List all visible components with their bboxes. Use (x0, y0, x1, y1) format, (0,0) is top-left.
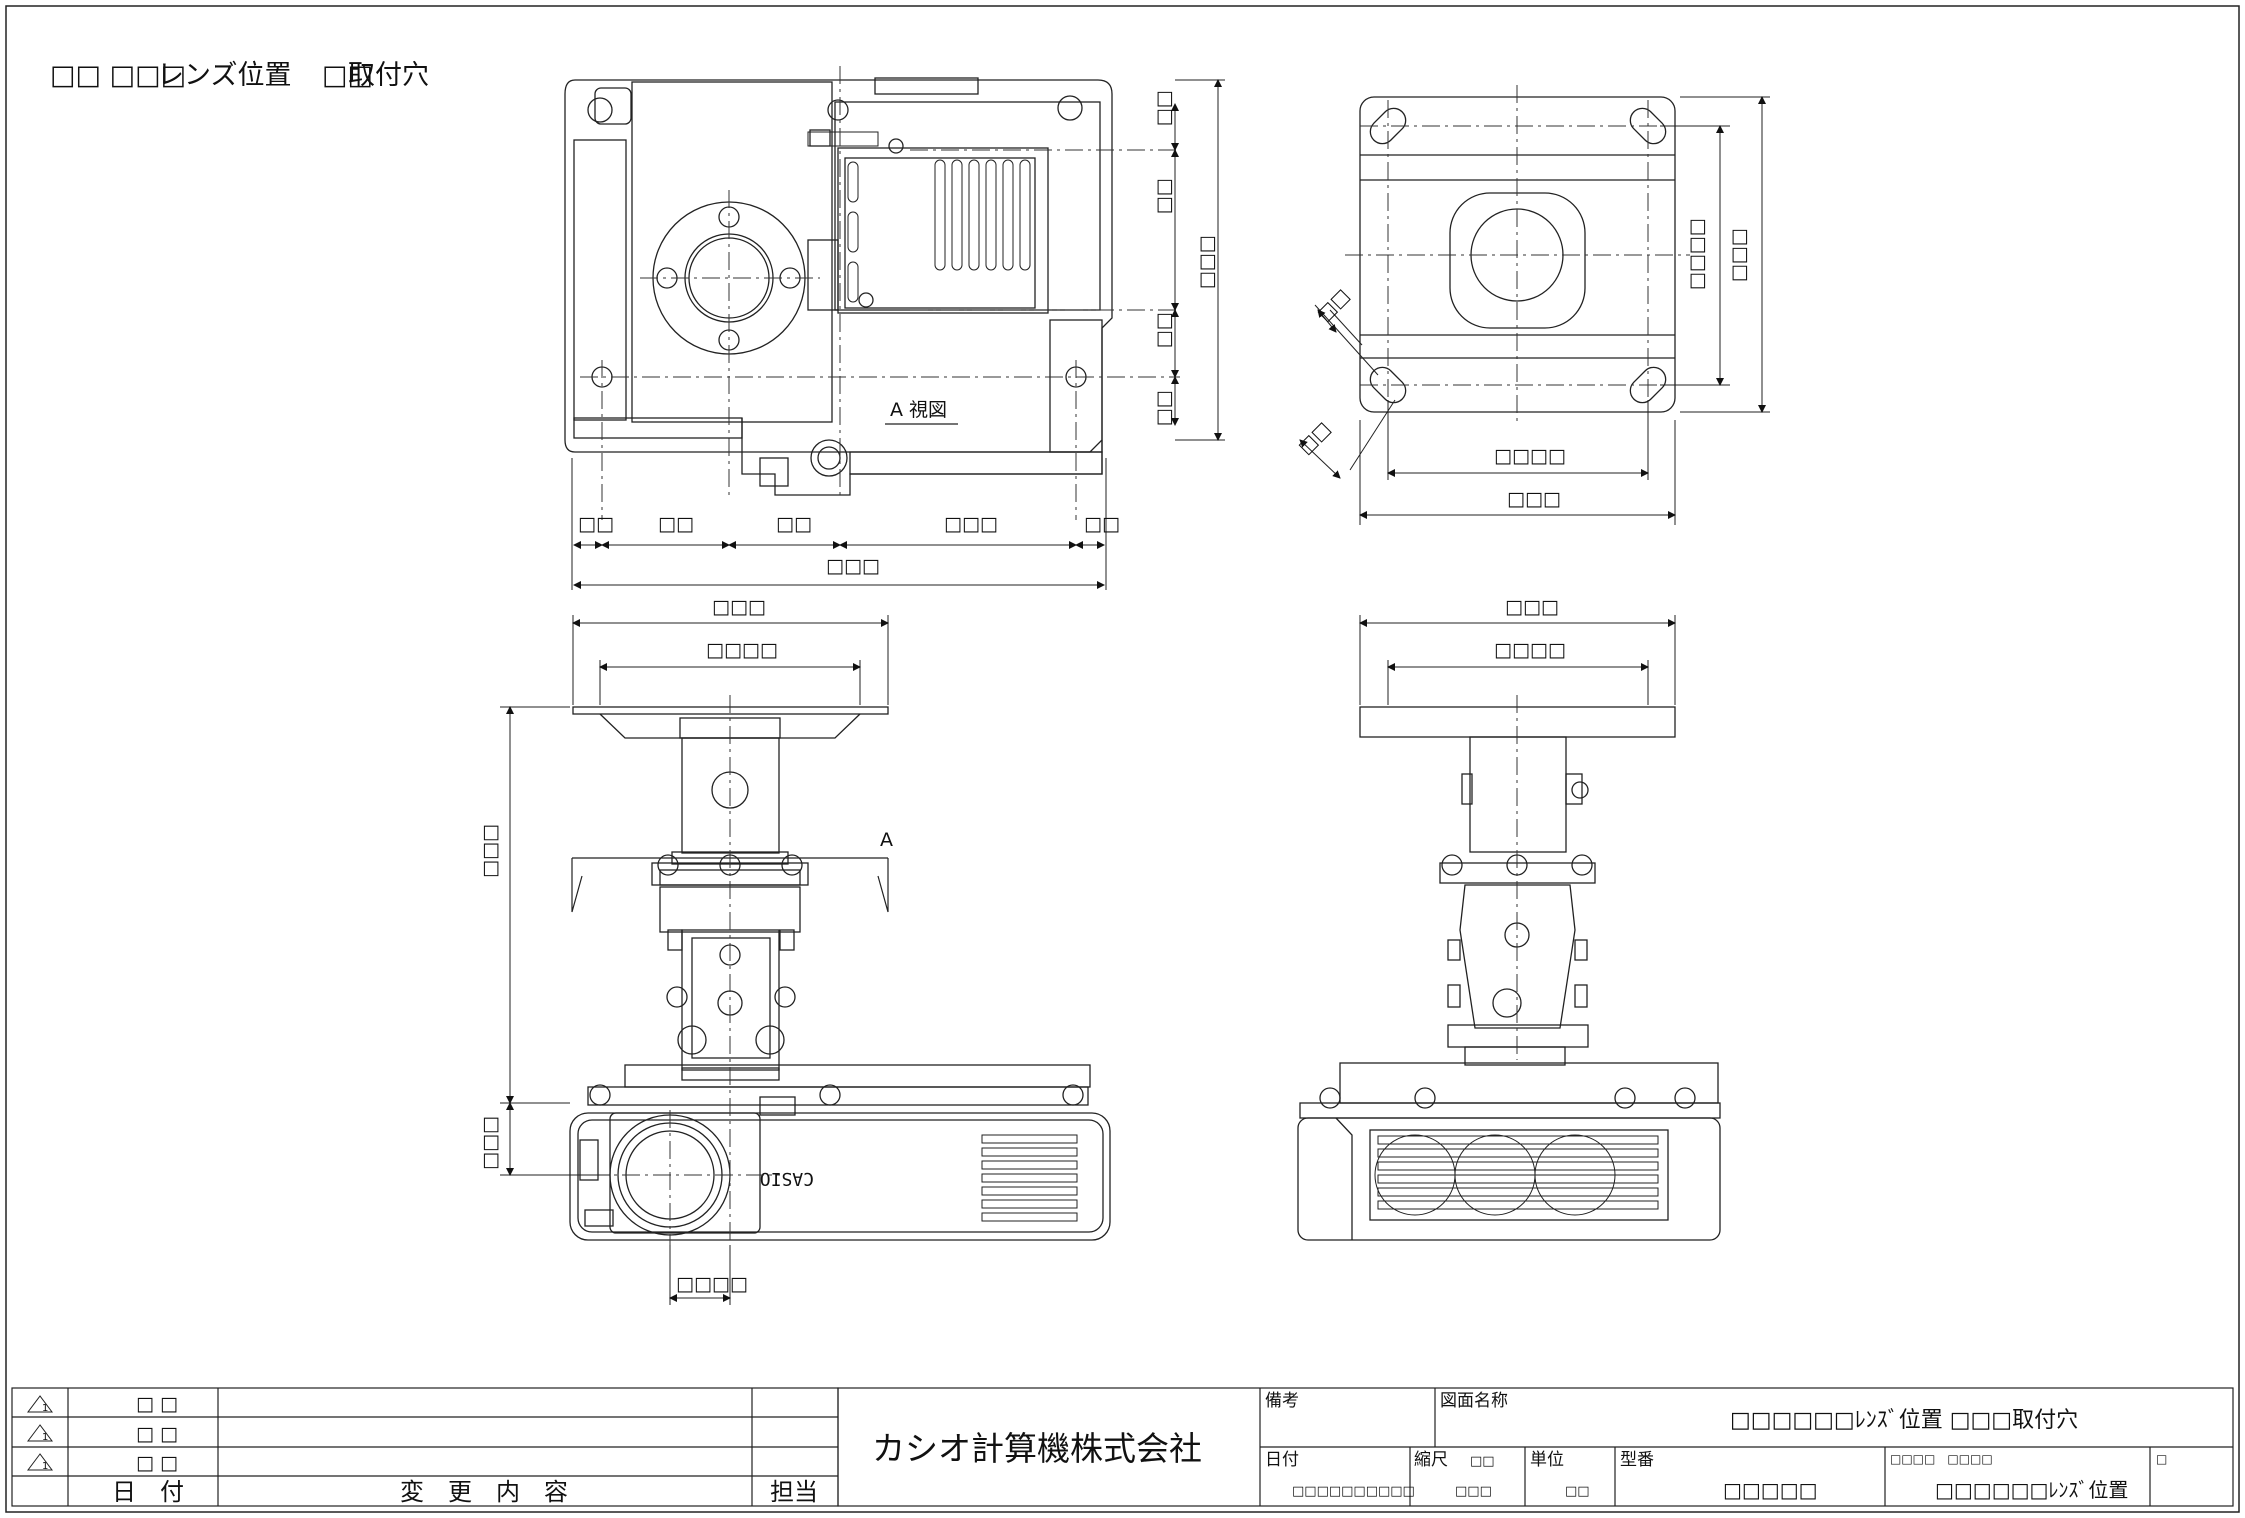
dim-front-top-inner: □□□□ (706, 639, 778, 661)
side-view-grille (1374, 1134, 1659, 1216)
dim-plate-inner-w: □□□□ (1494, 445, 1566, 467)
header-lens-position: レンズ位置 (157, 60, 291, 91)
dim-right-1: □□ (1155, 90, 1177, 126)
label-a-view: A 視図 (890, 399, 947, 421)
dim-bottom-4: □□□ (944, 513, 998, 535)
section-label-a: A (880, 829, 893, 851)
model-value: □□□□□ (1723, 1478, 1817, 1502)
unit-label: 単位 (1530, 1450, 1564, 1470)
brand-logo: CASIO (760, 1168, 814, 1189)
dim-bottom-1: □□ (578, 513, 614, 535)
title-block (837, 1387, 2234, 1507)
scale-label: 縮尺 (1414, 1450, 1448, 1470)
dim-plate-inner-h: □□□□ (1688, 218, 1710, 290)
dim-diag-2: □□ (1294, 418, 1335, 459)
front-view-mount (569, 706, 1111, 1241)
section-marker-a (571, 857, 889, 913)
top-view-centerlines (580, 66, 1180, 520)
top-view-bottom-dims (571, 458, 1107, 590)
date-label: 日付 (1265, 1450, 1299, 1470)
dim-plate-outer-h: □□□ (1730, 228, 1752, 282)
unit-value: □□ (1565, 1484, 1590, 1499)
revision-1-date: □ □ (136, 1393, 178, 1415)
mount-plate-centerlines (1345, 85, 1690, 425)
file-value: □□□□□□ﾚﾝｽﾞ位置 (1935, 1478, 2128, 1502)
date-value: □□□□□□□□□□ (1292, 1484, 1415, 1499)
header-title-boxes: □□ □□□ (50, 60, 186, 91)
dim-bottom-total: □□□ (826, 555, 880, 577)
revision-header-content: 変 更 内 容 (400, 1478, 568, 1506)
drawing-name: □□□□□□ﾚﾝｽﾞ位置 □□□取付穴 (1730, 1408, 2078, 1433)
dim-bottom-3: □□ (776, 513, 812, 535)
file-label: □□□□ □□□□ (1890, 1452, 1993, 1466)
model-label: 型番 (1620, 1450, 1654, 1470)
dim-bottom-2: □□ (658, 513, 694, 535)
revision-3-date: □ □ (136, 1452, 178, 1474)
dim-right-4: □□ (1155, 390, 1177, 426)
revision-symbols (27, 1395, 53, 1471)
side-view-mount (1297, 706, 1721, 1241)
dim-front-top-outer: □□□ (712, 596, 766, 618)
revision-3-symbol: 1 (42, 1461, 48, 1472)
page-box: □ (2156, 1452, 2167, 1466)
dim-side-top-inner: □□□□ (1494, 639, 1566, 661)
revision-header-by: 担当 (770, 1478, 818, 1506)
sheet-border (5, 5, 2240, 1513)
drawing-name-label: 図面名称 (1440, 1391, 1508, 1411)
revision-header-date: 日 付 (112, 1478, 184, 1506)
header-mount-holes: 取付穴 (348, 60, 429, 91)
company-name: カシオ計算機株式会社 (872, 1429, 1202, 1468)
revision-2-symbol: 1 (42, 1432, 48, 1443)
dim-front-lens-offset: □□□□ (676, 1273, 748, 1295)
mount-plate-dims (1299, 96, 1770, 525)
dim-front-lens-h: □□□ (479, 1116, 501, 1170)
revision-2-date: □ □ (136, 1423, 178, 1445)
dim-side-top-outer: □□□ (1505, 596, 1559, 618)
dim-diag-1: □□ (1313, 285, 1354, 326)
dim-right-2: □□ (1155, 178, 1177, 214)
front-view-vents (981, 1134, 1078, 1222)
header-mount-box: □□ (322, 60, 373, 91)
remarks-label: 備考 (1265, 1391, 1299, 1411)
front-view-dims (500, 615, 889, 1305)
dim-plate-outer-w: □□□ (1507, 488, 1561, 510)
scale-value: □□□ (1455, 1484, 1492, 1499)
dim-right-total: □□□ (1198, 235, 1220, 289)
side-view-dims (1359, 615, 1676, 705)
dim-right-3: □□ (1155, 312, 1177, 348)
top-view-projector (564, 77, 1113, 496)
dim-bottom-5: □□ (1084, 513, 1120, 535)
revision-1-symbol: 1 (42, 1403, 48, 1414)
top-view-right-dims (1171, 79, 1225, 441)
drawing-header: □□ □□□ レンズ位置 □□ 取付穴 (50, 60, 429, 91)
scale-box: □□ (1470, 1454, 1495, 1469)
dim-front-height: □□□ (479, 824, 501, 878)
